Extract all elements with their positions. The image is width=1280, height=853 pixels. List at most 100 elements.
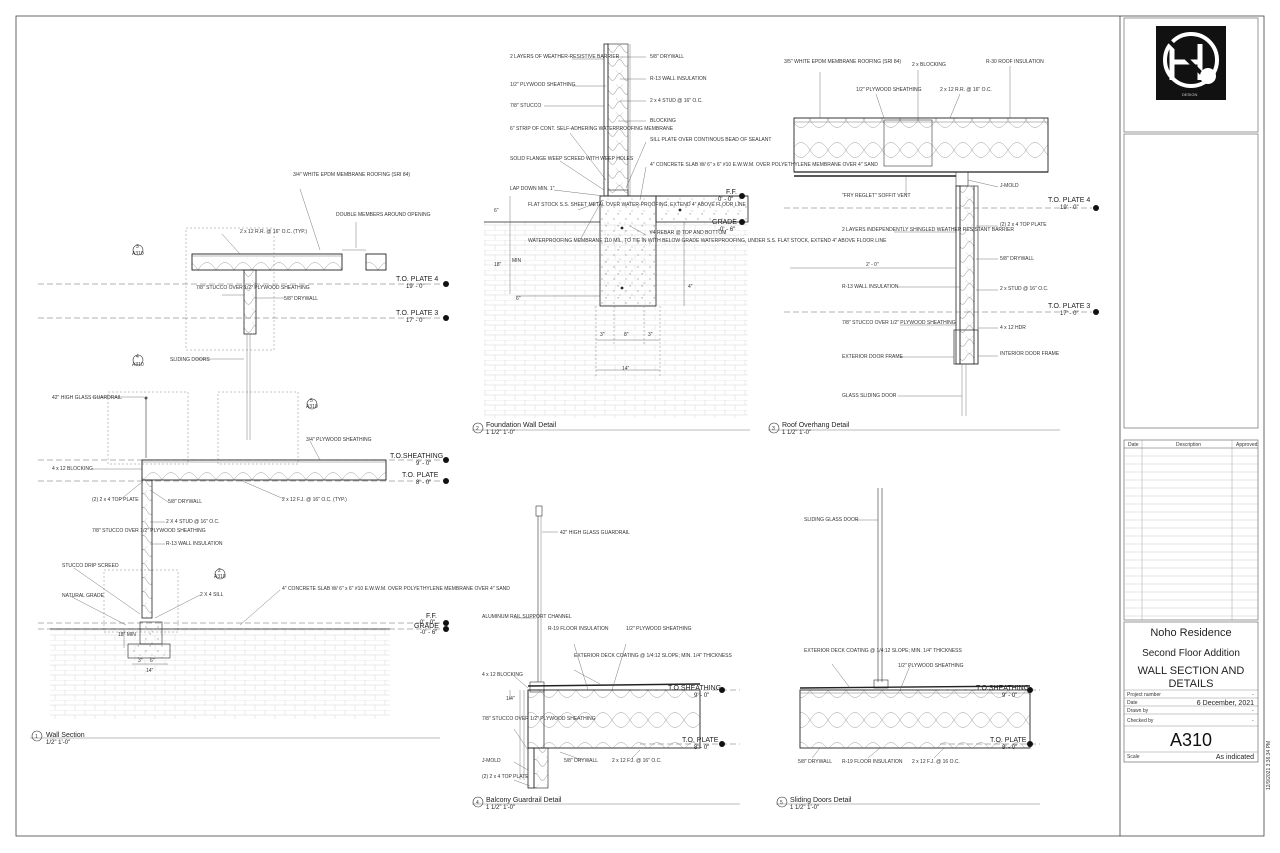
date-value: 6 December, 2021 — [1197, 700, 1254, 707]
d1-note-drywall: 5/8" DRYWALL — [284, 296, 318, 302]
project-number-value: - — [1252, 692, 1254, 698]
d2-dim-min: MIN — [512, 258, 522, 264]
sheet-number: A310 — [1170, 730, 1212, 750]
d4-note-plywood: 1/2" PLYWOOD SHEATHING — [626, 626, 692, 632]
d1-note-natural: NATURAL GRADE — [62, 593, 105, 599]
d1-note-blocking: 4 x 12 BLOCKING — [52, 466, 93, 472]
d1-level-plate4: T.O. PLATE 4 — [396, 276, 438, 283]
d2-dim-4: 4" — [688, 284, 693, 290]
d2-note-drywall: 5/8" DRYWALL — [650, 54, 684, 60]
d3-note-r30: R-30 ROOF INSULATION — [986, 59, 1044, 65]
d3-note-hdr: 4 x 12 HDR — [1000, 325, 1026, 331]
d3-note-stucco: 7/8" STUCCO OVER 1/2" PLYWOOD SHEATHING — [842, 320, 956, 326]
d2-note-wp: WATERPROOFING MEMBRANE 110 MIL, TO TIE I… — [528, 238, 887, 244]
scale-label: Scale — [1127, 754, 1140, 760]
d1-level-plate4-v: 19' - 0" — [406, 284, 425, 290]
project-name: Noho Residence — [1150, 627, 1231, 639]
d3-title: Roof Overhang Detail — [782, 422, 850, 429]
d3-level-plate3-v: 17' - 0" — [1060, 311, 1079, 317]
d3-note-blocking: 2 x BLOCKING — [912, 62, 946, 68]
d5-level-sheathing-v: 9' - 0" — [1002, 693, 1017, 699]
d1-callout-5-ref: A310 — [306, 404, 318, 410]
d1-note-stucco: 7/8" STUCCO OVER 1/2" PLYWOOD SHEATHING — [196, 285, 310, 291]
d1-level-ff-v: 0' - 0" — [420, 620, 435, 626]
checked-by-label: Checked by — [1127, 718, 1154, 724]
d4-title-num: 4 — [476, 800, 479, 806]
company-logo: DESIGN — [1156, 26, 1226, 100]
d2-title: Foundation Wall Detail — [486, 422, 557, 429]
sheet-title-line1: WALL SECTION AND — [1138, 665, 1245, 677]
d1-level-sheathing: T.O.SHEATHING — [390, 453, 443, 460]
detail-balcony-guardrail — [472, 505, 740, 808]
d3-level-plate3: T.O. PLATE 3 — [1048, 303, 1090, 310]
d2-dim-3a: 3" — [600, 332, 605, 338]
d1-scale: 1/2" 1'-0" — [46, 740, 70, 746]
d1-title: Wall Section — [46, 732, 85, 739]
d2-level-ff: F.F. — [726, 189, 737, 196]
d5-title: Sliding Doors Detail — [790, 797, 852, 804]
d1-dim-14: 14" — [146, 668, 154, 674]
d4-level-plate: T.O. PLATE — [682, 737, 719, 744]
d3-note-jmold: J-MOLD — [1000, 183, 1019, 189]
date-label: Date — [1127, 700, 1138, 706]
d2-title-num: 2 — [476, 426, 479, 432]
d2-note-weep: SOLID FLANGE WEEP SCREED WITH WEEP HOLES — [510, 156, 634, 162]
d2-note-sillplate: SILL PLATE OVER CONTINOUS BEAD OF SEALAN… — [650, 137, 771, 143]
d1-callout-2-ref: A310 — [214, 574, 226, 580]
d1-level-plate3: T.O. PLATE 3 — [396, 310, 438, 317]
d3-level-plate4: T.O. PLATE 4 — [1048, 197, 1090, 204]
d4-note-channel: ALUMINUM RAIL SUPPORT CHANNEL — [482, 614, 572, 620]
d4-note-stucco: 7/8" STUCCO OVER 1/2" PLYWOOD SHEATHING — [482, 716, 596, 722]
d2-dim-6: 6" — [494, 208, 499, 214]
d3-note-intframe: INTERIOR DOOR FRAME — [1000, 351, 1060, 357]
d3-note-epdm: 3/5" WHITE EPDM MEMBRANE ROOFING (SRI 84… — [784, 59, 901, 65]
d5-note-door: SLIDING GLASS DOOR — [804, 517, 859, 523]
d1-callout-3-ref: A310 — [132, 251, 144, 257]
drawn-by-value: - — [1252, 708, 1254, 714]
logo-text: DESIGN — [1182, 92, 1197, 97]
d4-level-plate-v: 8' - 0" — [694, 745, 709, 751]
d2-dim-14: 14" — [622, 366, 630, 372]
d4-note-jmold: J-MOLD — [482, 758, 501, 764]
d1-level-sheathing-v: 9' - 0" — [416, 461, 431, 467]
d2-note-slab: 4" CONCRETE SLAB W/ 6" x 6" #10 E.W.W.M.… — [650, 162, 878, 168]
d4-level-sheathing: T.O.SHEATHING — [668, 685, 721, 692]
d2-note-rebar: #4 REBAR @ TOP AND BOTTOM — [650, 230, 726, 236]
rev-header-description: Description — [1176, 442, 1201, 448]
d4-scale: 1 1/2" 1'-0" — [486, 805, 515, 811]
title-block — [1123, 17, 1259, 763]
d3-scale: 1 1/2" 1'-0" — [782, 430, 811, 436]
d3-note-fry: "FRY REGLET" SOFFIT VENT — [842, 193, 911, 199]
d2-note-blocking: BLOCKING — [650, 118, 676, 124]
d2-note-r13: R-13 WALL INSULATION — [650, 76, 707, 82]
d1-note-drywall2: 5/8" DRYWALL — [168, 499, 202, 505]
d1-note-guardrail: 42" HIGH GLASS GUARDRAIL — [52, 395, 122, 401]
detail-sliding-doors — [776, 488, 1040, 808]
d3-note-plywood: 1/2" PLYWOOD SHEATHING — [856, 87, 922, 93]
d4-title: Balcony Guardrail Detail — [486, 797, 562, 804]
d2-note-strip: 6" STRIP OF CONT. SELF-ADHERING WATERPRO… — [510, 126, 674, 132]
d4-note-fj: 2 x 12 F.J. @ 16" O.C. — [612, 758, 662, 764]
d2-level-grade: GRADE — [712, 219, 737, 226]
d5-note-fj: 2 x 12 F.J. @ 16 O.C. — [912, 759, 960, 765]
sheet-border — [15, 15, 1265, 837]
d4-level-sheathing-v: 9' - 0" — [694, 693, 709, 699]
d2-note-flat: FLAT STOCK S.S. SHEET METAL OVER WATER-P… — [528, 202, 747, 208]
d2-note-layers: 2 LAYERS OF WEATHER-RESISTIVE BARRIER — [510, 54, 620, 60]
d1-note-sliding: SLIDING DOORS — [170, 357, 210, 363]
d2-note-stucco: 7/8" STUCCO — [510, 103, 541, 109]
d5-title-num: 5 — [780, 800, 783, 806]
detail-foundation-wall — [472, 43, 750, 434]
d2-scale: 1 1/2" 1'-0" — [486, 430, 515, 436]
d1-title-num: 1 — [35, 734, 38, 740]
d3-note-r13: R-13 WALL INSULATION — [842, 284, 899, 290]
d3-dim-overhang: 2' - 0" — [866, 262, 879, 268]
d1-level-grade-v: -0' - 6" — [420, 630, 437, 636]
sheet-title-line2: DETAILS — [1168, 678, 1213, 690]
d5-level-plate: T.O. PLATE — [990, 737, 1027, 744]
d2-level-ff-v: 0' - 0" — [718, 197, 733, 203]
d1-dim-6: 6" — [150, 658, 155, 664]
d5-note-deck: EXTERIOR DECK COATING @ 1/4:12 SLOPE; MI… — [804, 648, 962, 654]
d2-note-plywood: 1/2" PLYWOOD SHEATHING — [510, 82, 576, 88]
